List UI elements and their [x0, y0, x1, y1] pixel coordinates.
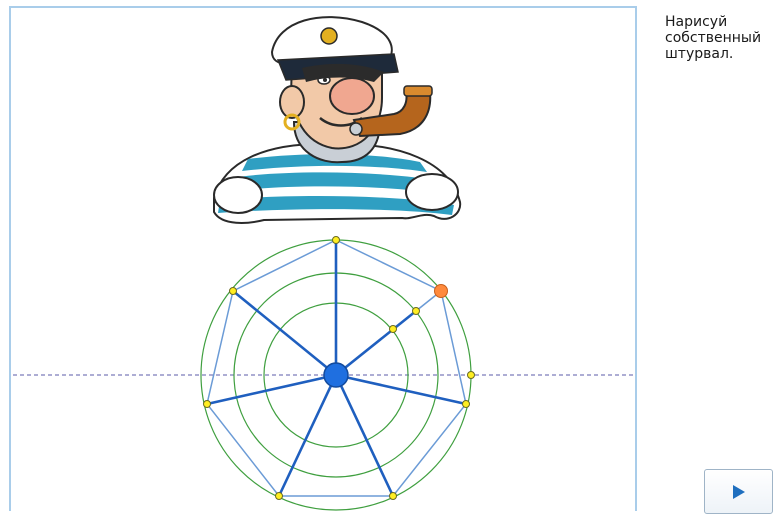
control-point [276, 493, 283, 500]
play-triangle-icon [732, 484, 746, 500]
instruction-text: Нарисуй собственный штурвал. [665, 14, 783, 62]
control-point [413, 308, 420, 315]
wheel-hub[interactable] [324, 363, 348, 387]
sailor-illustration [214, 17, 460, 223]
active-control-point[interactable] [435, 285, 448, 298]
control-point [468, 372, 475, 379]
control-point [230, 288, 237, 295]
canvas-svg [11, 8, 637, 511]
drawing-canvas[interactable] [9, 6, 637, 511]
control-point [463, 401, 470, 408]
control-point [333, 237, 340, 244]
control-point [390, 493, 397, 500]
control-point [390, 326, 397, 333]
control-point [204, 401, 211, 408]
play-button[interactable] [704, 469, 773, 514]
